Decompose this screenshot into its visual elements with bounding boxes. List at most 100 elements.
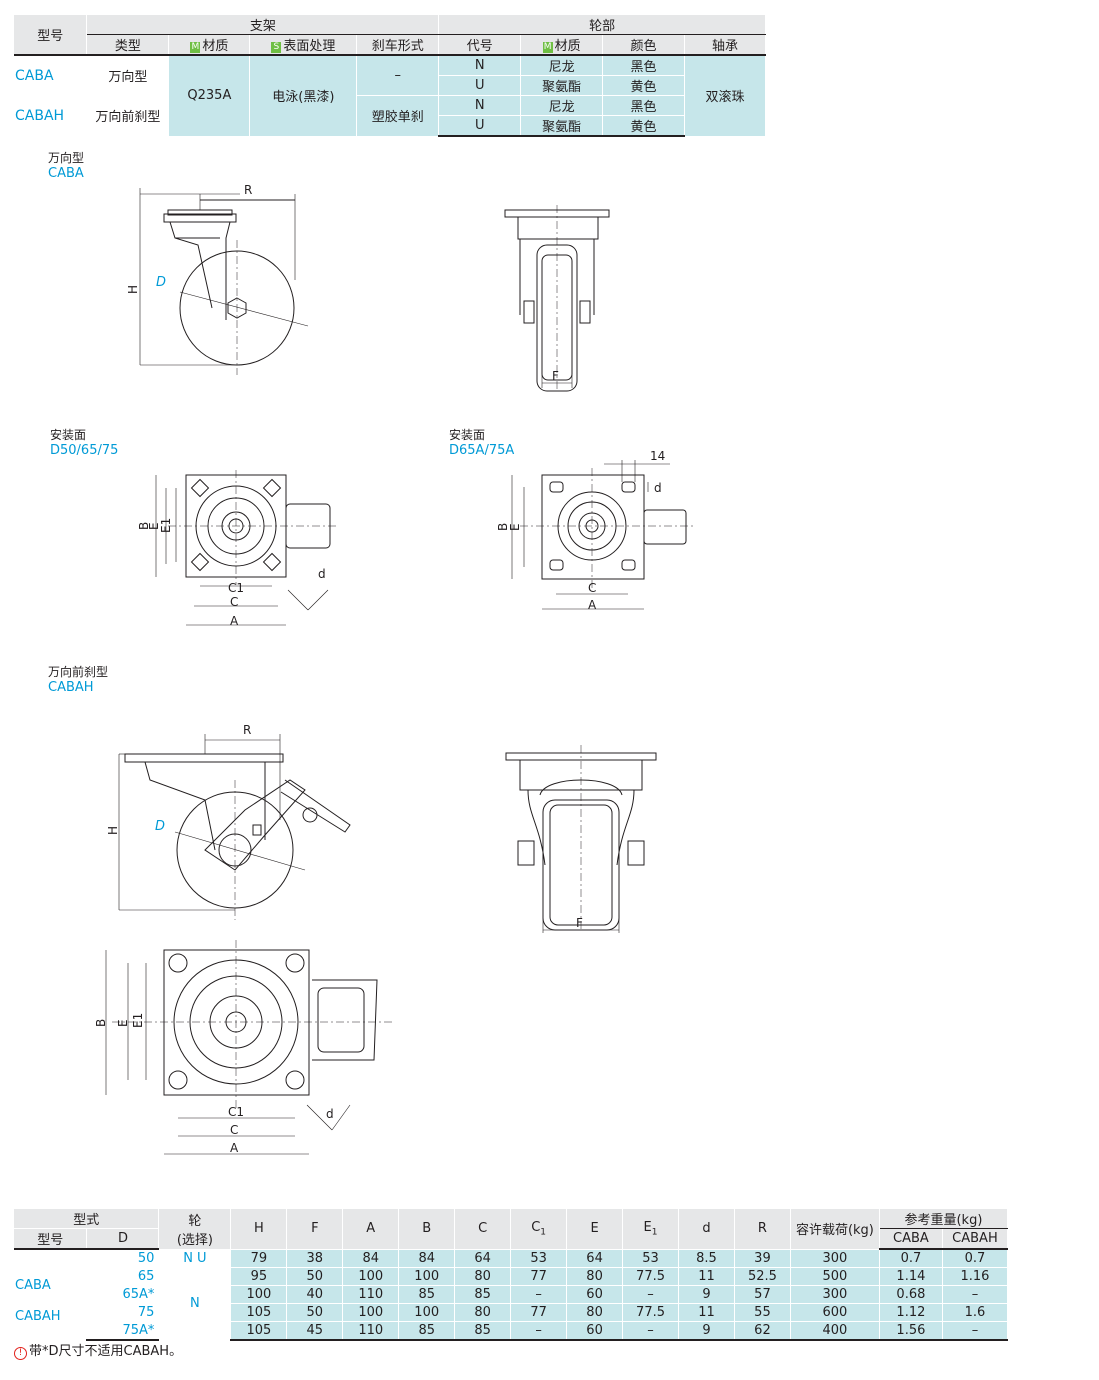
dims-model-cabah: CABAH [15,1308,61,1324]
dims-header-A: A [342,1209,400,1250]
dims-load: 300 [790,1249,880,1268]
spec-wheel-material: 尼龙 [520,55,604,76]
footnote: !带*D尺寸不适用CABAH。 [14,1340,182,1360]
spec-header-brake: 刹车形式 [356,34,440,56]
table-row: 75A* 105 45 110 85 85 – 60 – 9 62 400 1.… [14,1321,1009,1341]
dim-C1-label: C1 [228,581,244,595]
dims-E1: 77.5 [622,1267,680,1286]
spec-code: N [438,55,522,76]
dims-R: 55 [734,1303,791,1322]
spec-color: 黑色 [602,55,685,76]
material-badge-icon: M [190,42,201,53]
table-row: 75 105 50 100 100 80 77 80 77.5 11 55 60… [14,1303,1009,1322]
dims-C1: 77 [510,1267,568,1286]
dims-wheel-n: N [158,1267,232,1341]
dims-F: 40 [286,1285,344,1304]
dims-model-cell: CABA CABAH [14,1249,88,1341]
dims-weight-caba: 0.7 [879,1249,943,1268]
dims-H: 100 [230,1285,288,1304]
section-cabah: 万向前刹型 CABAH [48,665,109,695]
dims-A: 84 [342,1249,400,1268]
spec-frame-material: Q235A [168,55,251,137]
dims-header-D: D [86,1228,160,1250]
cabah-mount-face-drawing: B E E1 C1 C A d [94,940,392,1155]
dims-load: 300 [790,1285,880,1304]
dim-C-label: C [230,1123,238,1137]
dims-D: 75 [86,1303,160,1322]
spec-model-cabah: CABAH [14,95,88,137]
spec-header-wheel: 轮部 [438,15,766,35]
dims-wheel-nu: N U [158,1249,232,1268]
spec-color: 黑色 [602,95,685,116]
dims-weight-caba: 0.68 [879,1285,943,1304]
dim-C-label: C [588,581,596,595]
section-caba: 万向型 CABA [48,151,85,181]
dims-load: 500 [790,1267,880,1286]
dims-B: 85 [398,1321,456,1341]
dims-D: 75A* [86,1321,160,1341]
dim-D-label: D [155,819,165,834]
dim-B-label: B [496,523,510,531]
table-row: CABA CABAH 50 N U 79 38 84 84 64 53 64 5… [14,1249,1009,1341]
dims-weight-caba: 1.56 [879,1321,943,1341]
dims-D: 65A* [86,1285,160,1304]
dims-header-C: C [454,1209,512,1250]
dims-d: 9 [678,1321,735,1341]
dims-C1: – [510,1285,568,1304]
dims-header-H: H [230,1209,288,1250]
spec-wheel-material: 尼龙 [520,95,604,116]
dim-R-label: R [243,723,251,737]
dims-C: 85 [454,1321,512,1341]
dim-F-label: F [576,916,583,930]
dims-load: 600 [790,1303,880,1322]
dim-B-label: B [137,522,151,530]
dims-D: 65 [86,1267,160,1286]
spec-wheel-material: 聚氨酯 [520,75,604,96]
dims-B: 84 [398,1249,456,1268]
spec-header-color: 颜色 [602,34,685,56]
dims-C: 80 [454,1303,512,1322]
dims-load: 400 [790,1321,880,1341]
dim-14-label: 14 [650,449,665,463]
dims-F: 38 [286,1249,344,1268]
spec-type: 万向型 [86,55,170,96]
dim-A-label: A [230,1141,239,1155]
dim-A-label: A [588,598,597,612]
dims-weight-caba: 1.14 [879,1267,943,1286]
dim-H-label: H [126,285,140,294]
dims-header-load: 容许载荷(kg) [790,1209,880,1250]
dims-E: 64 [566,1249,624,1268]
dims-H: 105 [230,1321,288,1341]
dim-C-label: C [230,595,238,609]
spec-header-frame: 支架 [86,15,440,35]
dims-H: 95 [230,1267,288,1286]
dims-header-w-cabah: CABAH [942,1228,1009,1250]
footnote-text: 带*D尺寸不适用CABAH。 [29,1344,183,1359]
dim-A-label: A [230,614,239,628]
dims-header-style: 型式 [14,1209,160,1229]
dim-E-label: E [116,1019,130,1027]
dims-d: 11 [678,1267,735,1286]
dims-C: 85 [454,1285,512,1304]
spec-row: CABAH 万向前刹型 塑胶单刹 N 尼龙 黑色 [14,95,766,137]
dims-A: 100 [342,1303,400,1322]
dims-weight-cabah: 1.16 [942,1267,1009,1286]
dims-d: 8.5 [678,1249,735,1268]
dims-header-model: 型号 [14,1228,88,1250]
caba-side-drawing: R H D [126,183,309,375]
dimension-table: 型式 轮(选择) H F A B C C1 E E1 d R 容许载荷(kg) … [14,1209,1009,1341]
dims-R: 57 [734,1285,791,1304]
dim-E-label: E [147,522,161,530]
dims-E1: 53 [622,1249,680,1268]
cabah-side-drawing: R H D [106,723,351,920]
dim-B-label: B [94,1019,108,1027]
dims-E1: 77.5 [622,1303,680,1322]
dims-C: 80 [454,1267,512,1286]
dims-model-caba: CABA [15,1277,51,1293]
dims-B: 100 [398,1303,456,1322]
dims-d: 9 [678,1285,735,1304]
surface-badge-icon: S [271,42,282,53]
section-mount-2: 安装面 D65A/75A [449,428,515,458]
